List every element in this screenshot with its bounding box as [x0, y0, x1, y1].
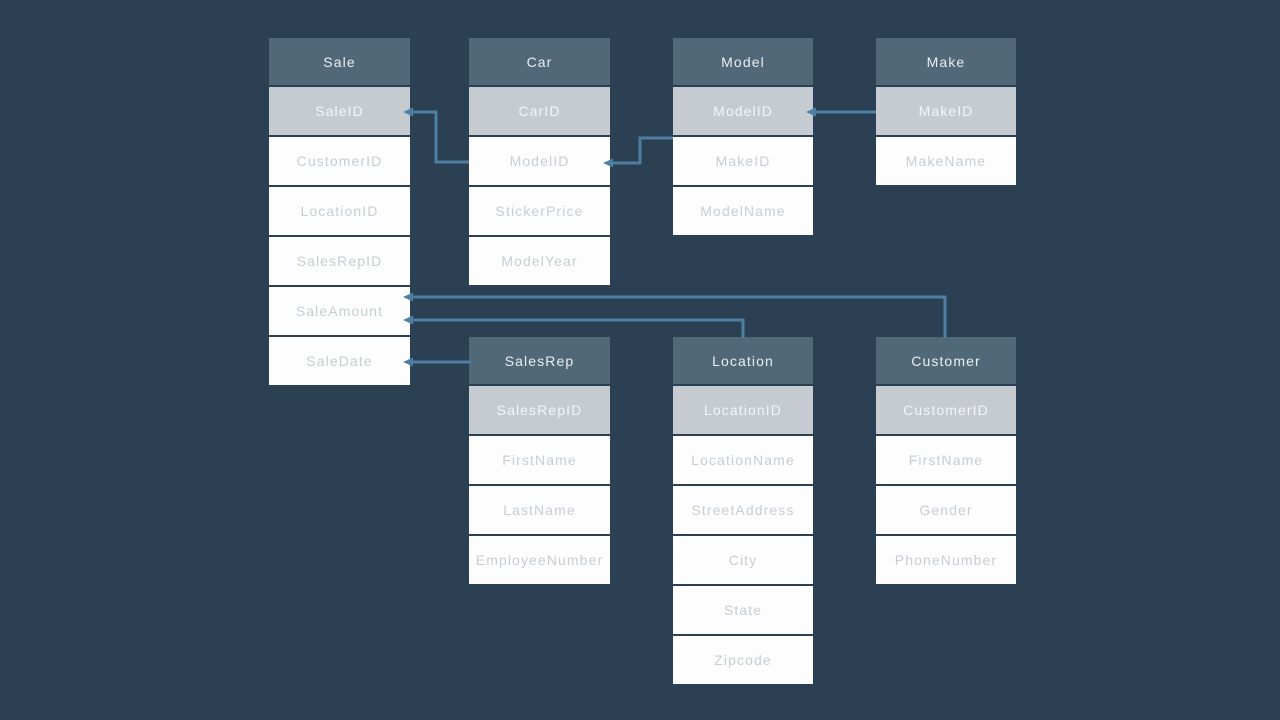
field-sale-saleamount: SaleAmount	[269, 287, 410, 335]
field-location-locationname: LocationName	[673, 436, 813, 484]
field-model-modelname: ModelName	[673, 187, 813, 235]
field-sale-locationid: LocationID	[269, 187, 410, 235]
field-customer-firstname: FirstName	[876, 436, 1016, 484]
field-sale-salesrepid: SalesRepID	[269, 237, 410, 285]
field-sale-saledate: SaleDate	[269, 337, 410, 385]
table-customer: Customer CustomerID FirstName Gender Pho…	[876, 337, 1016, 586]
field-location-streetaddress: StreetAddress	[673, 486, 813, 534]
field-sale-saleid: SaleID	[269, 87, 410, 135]
field-salesrep-salesrepid: SalesRepID	[469, 386, 610, 434]
field-salesrep-employeenumber: EmployeeNumber	[469, 536, 610, 584]
connector-model-make	[806, 107, 876, 117]
field-location-locationid: LocationID	[673, 386, 813, 434]
table-customer-title: Customer	[876, 337, 1016, 384]
table-sale-title: Sale	[269, 38, 410, 85]
connector-sale-location	[403, 315, 745, 338]
table-location-title: Location	[673, 337, 813, 384]
field-model-makeid: MakeID	[673, 137, 813, 185]
connector-sale-customer	[403, 292, 947, 338]
field-location-city: City	[673, 536, 813, 584]
table-salesrep-title: SalesRep	[469, 337, 610, 384]
table-make-title: Make	[876, 38, 1016, 85]
table-model-title: Model	[673, 38, 813, 85]
connector-sale-car	[403, 107, 469, 164]
table-make: Make MakeID MakeName	[876, 38, 1016, 187]
table-sale: Sale SaleID CustomerID LocationID SalesR…	[269, 38, 410, 387]
field-location-zipcode: Zipcode	[673, 636, 813, 684]
field-salesrep-lastname: LastName	[469, 486, 610, 534]
table-model: Model ModelID MakeID ModelName	[673, 38, 813, 237]
field-location-state: State	[673, 586, 813, 634]
table-car: Car CarID ModelID StickerPrice ModelYear	[469, 38, 610, 287]
field-car-stickerprice: StickerPrice	[469, 187, 610, 235]
field-customer-customerid: CustomerID	[876, 386, 1016, 434]
field-car-modelyear: ModelYear	[469, 237, 610, 285]
field-make-makename: MakeName	[876, 137, 1016, 185]
field-car-carid: CarID	[469, 87, 610, 135]
field-model-modelid: ModelID	[673, 87, 813, 135]
field-make-makeid: MakeID	[876, 87, 1016, 135]
table-salesrep: SalesRep SalesRepID FirstName LastName E…	[469, 337, 610, 586]
connector-sale-salesrep	[403, 357, 471, 367]
field-salesrep-firstname: FirstName	[469, 436, 610, 484]
field-sale-customerid: CustomerID	[269, 137, 410, 185]
field-customer-phonenumber: PhoneNumber	[876, 536, 1016, 584]
connector-car-model	[603, 136, 673, 168]
field-car-modelid: ModelID	[469, 137, 610, 185]
field-customer-gender: Gender	[876, 486, 1016, 534]
table-car-title: Car	[469, 38, 610, 85]
table-location: Location LocationID LocationName StreetA…	[673, 337, 813, 686]
